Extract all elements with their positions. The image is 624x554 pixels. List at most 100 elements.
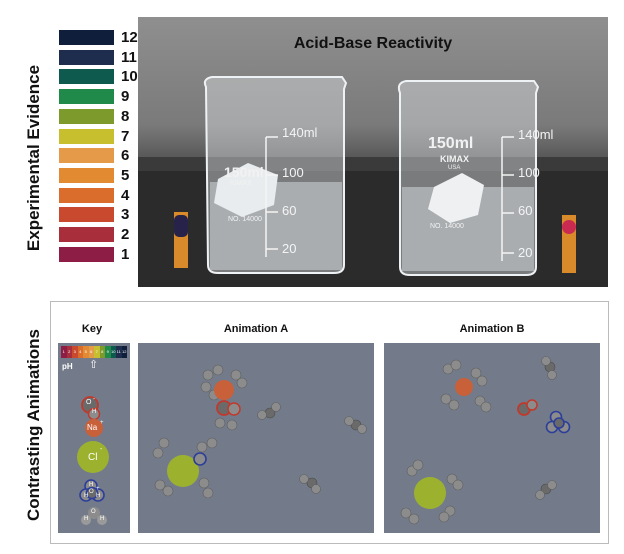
mini-ph-cell-4: 4 (77, 346, 83, 358)
left-beaker-mark-100: 100 (282, 165, 304, 180)
ph-value-2: 2 (121, 226, 130, 243)
ph-value-10: 10 (121, 68, 138, 86)
key-water-h1: H (84, 516, 89, 522)
mini-ph-cell-12: 12 (121, 346, 127, 358)
key-chloride (77, 441, 109, 473)
key-hydronium-h2: H (84, 493, 89, 499)
ph-value-9: 9 (121, 88, 130, 106)
ph-swatch-5 (59, 167, 114, 183)
anim-b-hydroxide (517, 399, 538, 416)
ph-value-3: 3 (121, 206, 130, 224)
key-water (81, 507, 107, 525)
anim-a-chloride-cluster (152, 437, 218, 499)
left-beaker-number: NO. 14000 (228, 216, 262, 223)
ph-swatch-7 (59, 128, 114, 144)
key-hydronium-charge: + (96, 486, 100, 492)
ph-value-1: 1 (121, 245, 130, 263)
ph-swatch-1 (59, 246, 114, 262)
anim-b-water-1 (541, 356, 557, 380)
animation-a-title: Animation A (223, 323, 289, 335)
animation-b-panel[interactable] (384, 343, 600, 533)
animation-a-panel[interactable] (138, 343, 374, 533)
key-water-h2: H (100, 516, 105, 522)
key-hydroxide-o: O (86, 399, 92, 406)
animation-b-scene (400, 356, 571, 525)
anim-b-water-2 (535, 480, 557, 500)
right-indicator-strip (562, 215, 576, 273)
key-sodium-label: Na (87, 423, 98, 432)
ph-value-11: 11 (121, 48, 137, 66)
mini-ph-cell-3: 3 (72, 346, 78, 358)
experimental-evidence-label: Experimental Evidence (24, 64, 43, 252)
ph-swatch-3 (59, 207, 114, 223)
left-beaker-brand: KIMAX (230, 180, 252, 187)
mini-ph-cell-8: 8 (99, 346, 105, 358)
mini-ph-cell-5: 5 (83, 346, 89, 358)
mini-ph-cell-10: 10 (110, 346, 116, 358)
left-beaker-mark-140: 140ml (282, 125, 318, 140)
animation-a-scene (152, 364, 367, 499)
anim-a-sodium-cluster (200, 364, 248, 431)
ph-value-4: 4 (121, 186, 130, 204)
ph-swatch-9 (59, 89, 114, 105)
anim-a-water-3 (299, 474, 321, 494)
right-beaker-origin: USA (448, 165, 461, 171)
right-beaker-mark-140: 140ml (518, 127, 554, 142)
ph-swatch-12 (59, 30, 114, 45)
ph-swatch-10 (59, 69, 114, 85)
ph-value-8: 8 (121, 107, 130, 125)
contrasting-animations-label: Contrasting Animations (24, 328, 43, 522)
right-beaker-label-patch (428, 173, 484, 223)
key-hydroxide (81, 396, 101, 421)
ph-swatch-4 (59, 187, 114, 203)
anim-b-chloride-cluster (400, 459, 464, 525)
ph-value-12: 12 (121, 29, 138, 46)
ph-swatch-2 (59, 227, 114, 242)
beakers-drawing (138, 76, 608, 287)
key-sodium-charge: + (100, 420, 104, 426)
ph-swatch-11 (59, 49, 114, 65)
right-beaker (397, 80, 540, 276)
ph-value-7: 7 (121, 127, 130, 145)
left-beaker (203, 76, 348, 274)
key-chloride-label: Cl (88, 452, 98, 463)
key-hydronium-o: O (89, 489, 94, 495)
right-beaker-mark-60: 60 (518, 203, 533, 218)
right-beaker-brand: KIMAX (440, 154, 469, 164)
key-chloride-charge: - (100, 446, 103, 453)
key-water-o: O (91, 509, 96, 515)
mini-ph-cell-11: 11 (116, 346, 122, 358)
ph-value-6: 6 (121, 147, 130, 165)
anim-a-water-2 (344, 416, 367, 434)
mini-ph-cell-1: 1 (61, 346, 67, 358)
right-beaker-volume: 150ml (428, 135, 474, 152)
key-hydroxide-h: H (92, 409, 97, 415)
left-beaker-mark-60: 60 (282, 203, 297, 218)
left-indicator-strip (174, 212, 188, 268)
anim-b-sodium-cluster (440, 359, 492, 413)
animation-b-title: Animation B (459, 323, 525, 335)
key-panel (58, 343, 130, 533)
left-beaker-label-patch (214, 163, 278, 217)
key-title: Key (81, 323, 103, 335)
mini-ph-cell-6: 6 (88, 346, 94, 358)
arrow-up-icon: ⇧ (89, 359, 99, 371)
left-beaker-volume: 150ml (224, 164, 264, 180)
ph-swatch-6 (59, 148, 114, 164)
beakers-photo: Acid-Base Reactivity 150ml KIMAX NO. 140… (138, 17, 608, 287)
key-hydronium-h3: H (96, 493, 101, 499)
key-hydronium-h1: H (89, 482, 94, 488)
ph-value-5: 5 (121, 166, 130, 184)
anim-a-water-1 (257, 402, 281, 420)
key-molecules (77, 396, 109, 525)
right-beaker-mark-100: 100 (518, 165, 540, 180)
mini-ph-cell-7: 7 (94, 346, 100, 358)
key-hydroxide-charge: - (93, 396, 95, 402)
right-beaker-mark-20: 20 (518, 245, 533, 260)
anim-b-hydronium (545, 410, 571, 434)
photo-title: Acid-Base Reactivity (293, 35, 453, 52)
key-hydronium (79, 479, 105, 502)
mini-ph-cell-9: 9 (105, 346, 111, 358)
mini-ph-cell-2: 2 (66, 346, 72, 358)
right-beaker-number: NO. 14000 (430, 223, 464, 230)
